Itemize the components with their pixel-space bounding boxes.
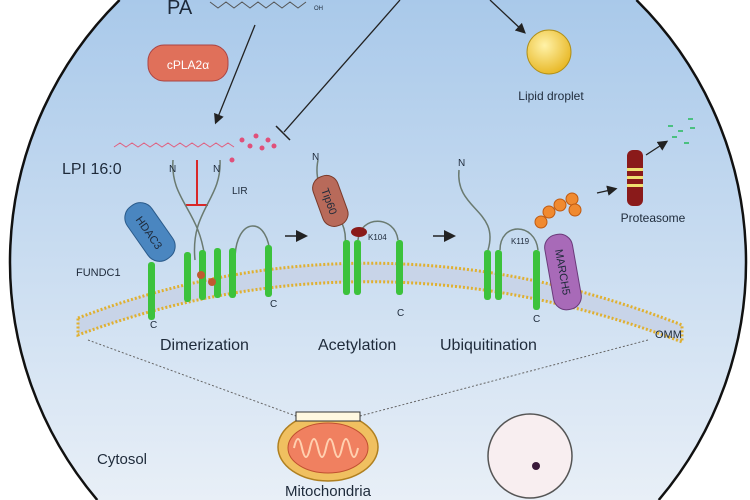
- n-label-1: N: [169, 164, 176, 175]
- n-label-4: N: [458, 158, 465, 169]
- ubiquitin-chain: [534, 192, 582, 229]
- svg-text:cPLA2α: cPLA2α: [167, 58, 209, 72]
- fundc1-acetylated: [316, 159, 403, 295]
- pa-fatty-acid: [209, 1, 307, 9]
- acetylation-label: Acetylation: [318, 337, 396, 354]
- fundc1-label: FUNDC1: [76, 267, 121, 279]
- arrow-pa-to-lpi: [214, 24, 256, 125]
- cell-nucleus-spot: [532, 462, 540, 470]
- dimerization-label: Dimerization: [160, 337, 249, 354]
- lipid-droplet: [526, 29, 572, 75]
- arrow-to-lipid: [489, 0, 526, 34]
- mitochondria-label: Mitochondria: [285, 483, 372, 500]
- arrow-to-proteasome: [596, 185, 618, 196]
- n-label-2: N: [213, 164, 220, 175]
- cpla2a-protein: cPLA2α: [147, 44, 229, 82]
- zoom-line-right: [359, 339, 649, 417]
- peptide-fragments: [668, 118, 695, 144]
- cell-micrograph: [487, 413, 573, 499]
- cell-circle: [9, 0, 747, 500]
- inhibit-bar: [275, 125, 291, 141]
- oh-label: OH: [314, 6, 323, 12]
- proteasome-label: Proteasome: [621, 211, 686, 225]
- k104-label: K104: [368, 233, 387, 242]
- fundc1-dimer: [148, 159, 272, 320]
- cell-membrane-left: [8, 0, 121, 500]
- lpi-label: LPI 16:0: [62, 161, 122, 178]
- lpi-molecule: [113, 142, 235, 148]
- mitochondrion: [277, 412, 379, 482]
- zoom-box: [295, 411, 361, 422]
- tip60-protein: Tip60: [312, 174, 349, 227]
- fundc1-ubiquitinated: [458, 169, 540, 310]
- cell-membrane-right: [635, 0, 748, 500]
- march5-protein: MARCH5: [544, 233, 582, 311]
- lipid-droplet-label: Lipid droplet: [518, 89, 584, 103]
- inositol-head: [229, 133, 277, 163]
- cytosol-label: Cytosol: [97, 451, 147, 468]
- n-label-3: N: [312, 152, 319, 163]
- c-label-2: C: [270, 299, 277, 310]
- arrow-to-peptides: [645, 140, 669, 156]
- c-label-3: C: [397, 308, 404, 319]
- lir-label: LIR: [232, 186, 248, 197]
- c-label-4: C: [533, 314, 540, 325]
- c-label-1: C: [150, 320, 157, 331]
- pa-label: PA: [167, 0, 193, 19]
- proteasome: [627, 150, 643, 206]
- omm-label: OMM: [655, 329, 682, 341]
- k119-label: K119: [511, 237, 530, 246]
- ubiquitination-label: Ubiquitination: [440, 337, 537, 354]
- zoom-line-left: [87, 339, 297, 417]
- inhibit-line: [283, 0, 401, 133]
